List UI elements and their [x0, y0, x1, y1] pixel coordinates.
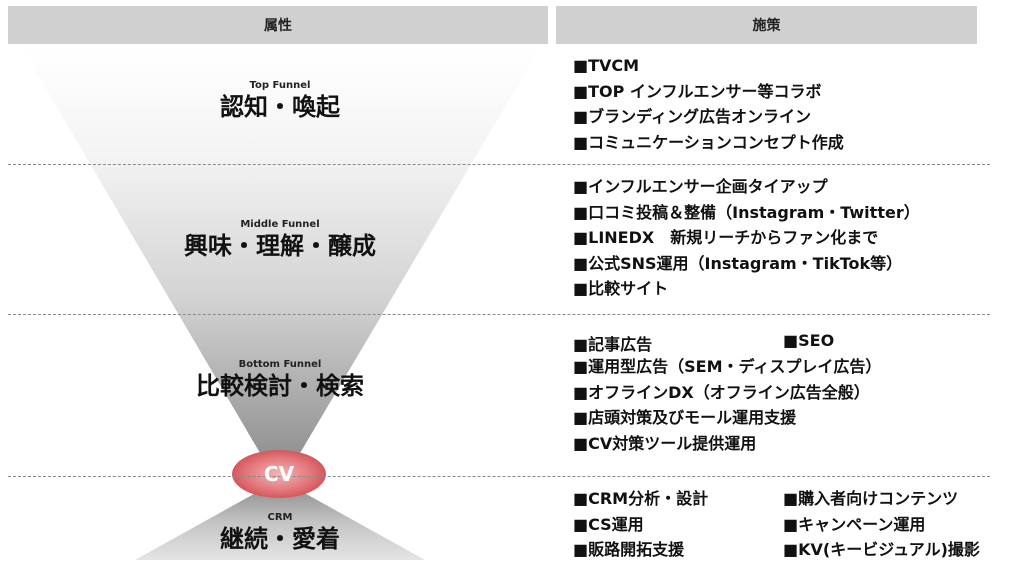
stage-main-label: 認知・喚起 [220, 93, 340, 121]
list-item: ■購入者向けコンテンツ [783, 489, 959, 508]
measures-header: 施策 [556, 6, 977, 44]
stage-main-label: 継続・愛着 [220, 525, 340, 553]
list-item: ■ブランディング広告オンライン [573, 107, 811, 126]
divider-middle-bottom [8, 314, 990, 315]
stage-middle-funnel: Middle Funnel 興味・理解・醸成 [70, 219, 490, 260]
attribute-header: 属性 [8, 6, 548, 44]
list-item: ■コミュニケーションコンセプト作成 [573, 132, 844, 152]
measures-bottom-list: ■運用型広告（SEM・ディスプレイ広告） ■オフラインDX（オフライン広告全般）… [573, 354, 881, 456]
list-item: ■CV対策ツール提供運用 [573, 433, 757, 453]
list-item: ■CS運用 [573, 514, 644, 534]
stage-main-label: 興味・理解・醸成 [184, 232, 376, 260]
stage-sub-label: Bottom Funnel [238, 359, 322, 370]
list-item: ■口コミ投稿＆整備（Instagram・Twitter） [573, 202, 920, 222]
list-item: ■記事広告 [573, 335, 653, 354]
list-item: ■比較サイト [573, 279, 669, 298]
list-item: ■店頭対策及びモール運用支援 [573, 408, 797, 427]
attribute-header-label: 属性 [264, 18, 292, 34]
divider-bottom-crm [8, 476, 990, 477]
list-item: ■TVCM [573, 56, 640, 75]
stage-sub-label: CRM [267, 512, 293, 523]
divider-top-middle [8, 164, 990, 165]
funnel-body [22, 48, 540, 470]
measures-crm-left-list: ■CRM分析・設計 ■CS運用 ■販路開拓支援 [573, 486, 708, 563]
list-item: ■運用型広告（SEM・ディスプレイ広告） [573, 357, 882, 376]
list-item: ■販路開拓支援 [573, 540, 685, 559]
cv-ellipse [232, 450, 326, 498]
stage-top-funnel: Top Funnel 認知・喚起 [70, 80, 490, 121]
list-item: ■オフラインDX（オフライン広告全般） [573, 382, 870, 402]
list-item: ■TOP インフルエンサー等コラボ [573, 81, 822, 101]
list-item: ■CRM分析・設計 [573, 489, 709, 508]
list-item: ■キャンペーン運用 [783, 514, 926, 534]
list-item: ■SEO [783, 331, 835, 350]
stage-sub-label: Top Funnel [249, 80, 311, 91]
measures-middle-list: ■インフルエンサー企画タイアップ ■口コミ投稿＆整備（Instagram・Twi… [573, 174, 920, 302]
stage-bottom-funnel: Bottom Funnel 比較検討・検索 [70, 359, 490, 400]
list-item: ■KV(キービジュアル)撮影 [783, 540, 980, 559]
stage-sub-label: Middle Funnel [240, 219, 320, 230]
crm-funnel-body [135, 485, 425, 560]
measures-top-list: ■TVCM ■TOP インフルエンサー等コラボ ■ブランディング広告オンライン … [573, 53, 844, 155]
cv-label: CV [263, 462, 295, 486]
stage-crm: CRM 継続・愛着 [70, 512, 490, 553]
list-item: ■LINEDX 新規リーチからファン化まで [573, 228, 879, 247]
measures-header-label: 施策 [752, 18, 781, 34]
list-item: ■公式SNS運用（Instagram・TikTok等） [573, 253, 903, 273]
stage-main-label: 比較検討・検索 [196, 372, 364, 400]
list-item: ■インフルエンサー企画タイアップ [573, 177, 828, 196]
measures-crm-right-list: ■購入者向けコンテンツ ■キャンペーン運用 ■KV(キービジュアル)撮影 [783, 486, 980, 563]
